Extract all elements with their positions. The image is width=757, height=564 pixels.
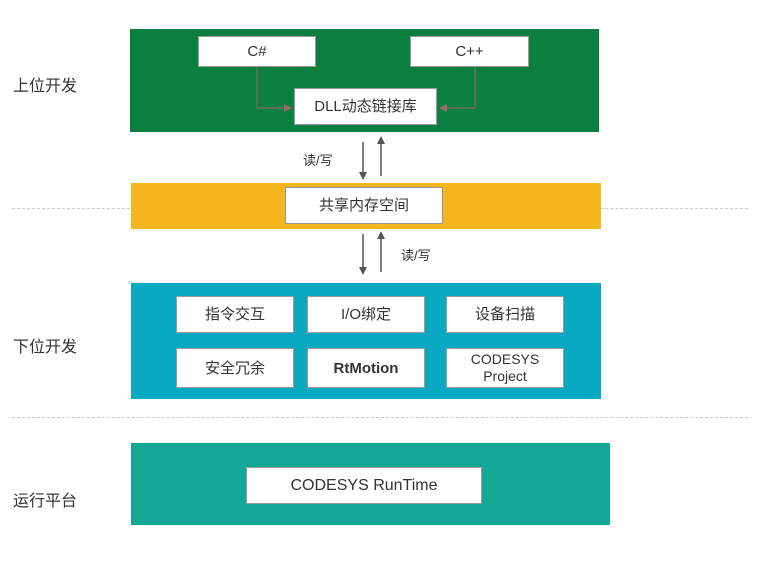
layer-label-upper-dev: 上位开发 [13, 78, 78, 95]
cpp-box: C++ [410, 36, 529, 67]
separator-line-lower [12, 417, 748, 418]
codesys-runtime-box: CODESYS RunTime [246, 467, 482, 504]
shared-memory-box: 共享内存空间 [285, 187, 443, 224]
io-binding-box: I/O绑定 [307, 296, 425, 333]
codesys-project-line2: Project [483, 368, 527, 384]
layer-label-lower-dev: 下位开发 [13, 339, 78, 356]
rtmotion-box: RtMotion [307, 348, 425, 388]
device-scan-box: 设备扫描 [446, 296, 564, 333]
csharp-box: C# [198, 36, 316, 67]
codesys-project-box: CODESYS Project [446, 348, 564, 388]
codesys-project-line1: CODESYS [470, 351, 540, 367]
safety-redundancy-box: 安全冗余 [176, 348, 294, 388]
dll-box: DLL动态链接库 [294, 88, 437, 125]
command-interaction-box: 指令交互 [176, 296, 294, 333]
read-write-label-lower: 读/写 [401, 248, 431, 263]
read-write-label-upper: 读/写 [303, 153, 333, 168]
layer-label-runtime: 运行平台 [13, 493, 78, 510]
